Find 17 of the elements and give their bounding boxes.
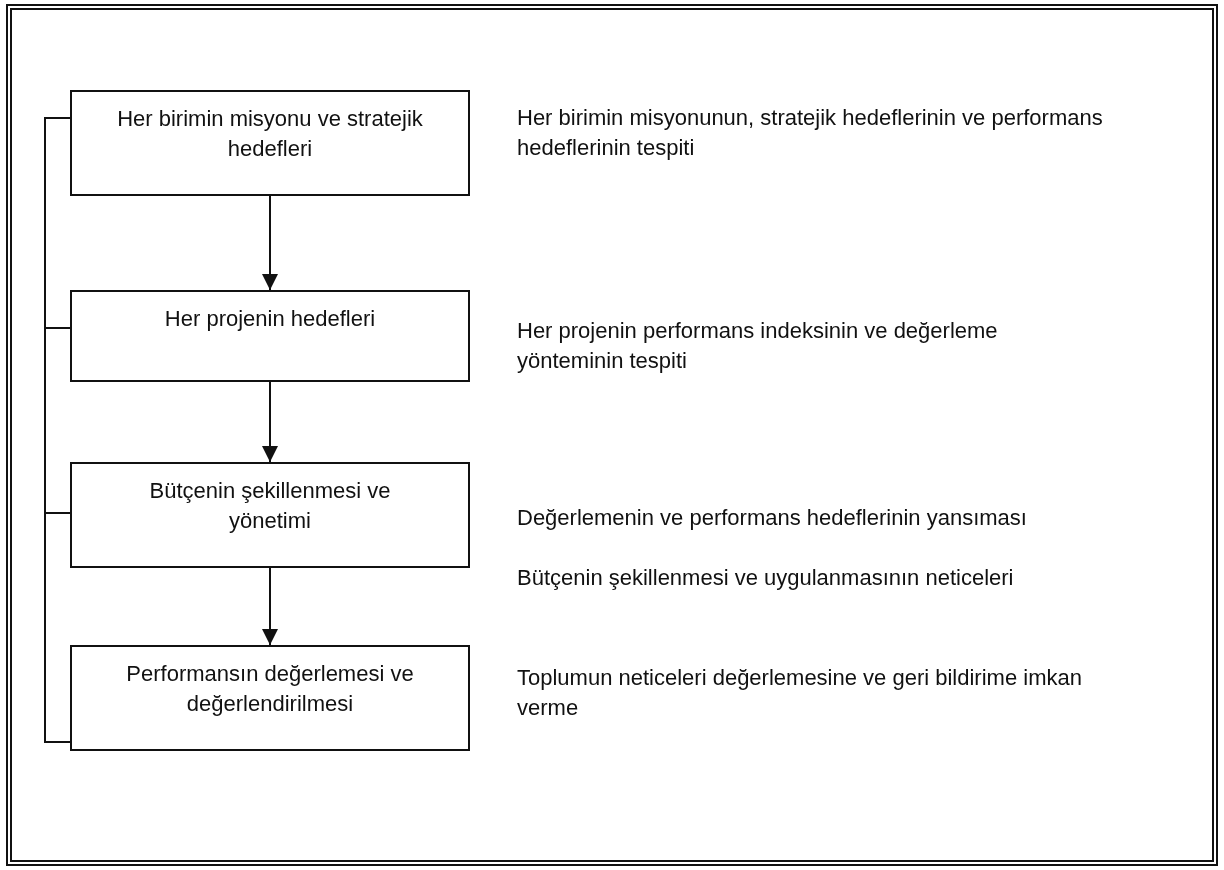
side-note: Her projenin performans indeksinin ve değerleme yönteminin tespiti: [517, 317, 999, 375]
side-note: Değerlemenin ve performans hedeflerinin yansıması: [517, 504, 1028, 532]
connector-line: [44, 512, 71, 743]
process-box: [70, 90, 470, 196]
box-text: Her projenin hedefleri: [163, 305, 377, 333]
process-box: [70, 290, 470, 382]
process-box: [70, 462, 470, 568]
side-note: Toplumun neticeleri değerlemesine ve geri bildirime imkan verme: [517, 664, 1083, 722]
arrow: [262, 567, 278, 646]
side-note: Bütçenin şekillenmesi ve uygulanmasının neticeleri: [517, 564, 1015, 592]
process-box: [70, 645, 470, 751]
box-text: Performansın değerlemesi ve değerlendirilmesi: [125, 660, 415, 718]
side-note: Her birimin misyonunun, stratejik hedeflerinin ve performans hedeflerinin tespiti: [517, 104, 1104, 162]
box-text: Bütçenin şekillenmesi ve yönetimi: [148, 477, 392, 535]
box-text: Her birimin misyonu ve stratejik hedefleri: [116, 105, 424, 163]
arrow: [262, 381, 278, 463]
arrow: [262, 195, 278, 291]
